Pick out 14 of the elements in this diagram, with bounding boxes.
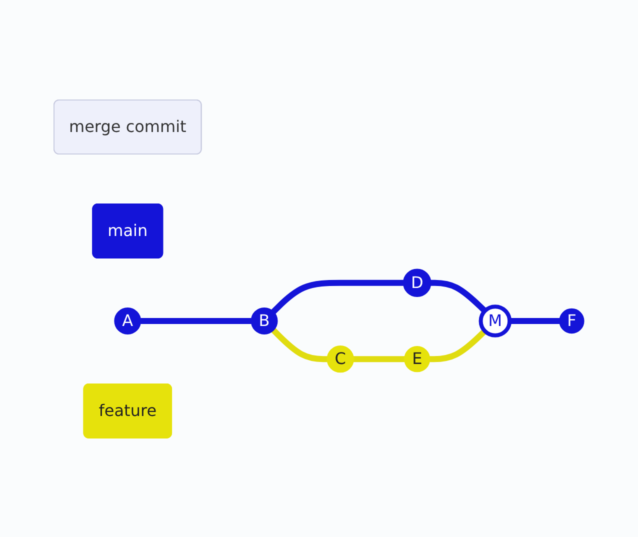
connector [430,328,488,362]
node-circle: M [478,304,512,337]
node-circle: F [559,308,584,334]
connector [430,279,488,313]
node-circle: D [403,268,432,297]
node-circle: E [404,346,430,372]
connector [140,318,252,324]
node-circle: B [250,307,278,334]
connector [271,328,328,362]
connector [354,356,405,362]
connector [271,279,404,314]
node-circle: C [326,345,354,372]
connector [510,318,560,324]
node-circle: A [114,307,142,334]
